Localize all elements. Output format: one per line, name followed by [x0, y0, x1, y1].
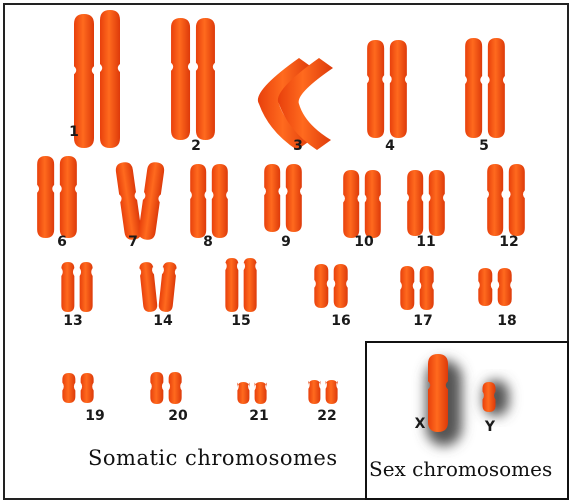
pair-label-16: 16 [331, 313, 350, 329]
chromatid-right [196, 18, 215, 140]
chromatid-right [80, 262, 93, 312]
chromosome-pair-2 [171, 18, 215, 140]
chromosome-pair-22 [308, 380, 337, 404]
chromatid-right [286, 164, 302, 232]
somatic-chromosomes-caption: Somatic chromosomes [88, 446, 338, 470]
chromatid-left [139, 261, 158, 312]
y-chromosome [483, 382, 496, 412]
chromosome-pair-20 [150, 372, 181, 404]
chromosome-pair-1 [74, 10, 120, 148]
chromatid-left [171, 18, 190, 140]
chromosome-pair-14 [139, 261, 178, 312]
chromosome-pair-9 [264, 164, 302, 232]
chromosome-pair-21 [237, 382, 266, 404]
chromatid-left [190, 164, 206, 238]
sex-label-y: Y [484, 419, 496, 435]
pair-label-19: 19 [85, 408, 104, 424]
sex-chromosomes-caption: Sex chromosomes [369, 457, 552, 481]
chromatid-left [115, 161, 143, 241]
sex-chromosome-pair [426, 354, 509, 446]
chromosome-pair-15 [225, 258, 256, 312]
chromatid-right [60, 156, 77, 238]
chromatid-left [314, 264, 328, 308]
chromatid-left [61, 262, 74, 312]
pair-label-21: 21 [249, 408, 268, 424]
pair-label-20: 20 [168, 408, 188, 424]
chromosome-pair-19 [62, 373, 93, 403]
chromosome-pair-4 [367, 40, 407, 138]
pair-label-18: 18 [497, 313, 516, 329]
chromatid-right [420, 266, 434, 310]
chromatid-left [150, 372, 163, 404]
pair-label-8: 8 [203, 234, 213, 250]
chromatid-left [237, 382, 249, 404]
chromosome-pair-7 [115, 161, 165, 241]
chromatid-left [264, 164, 280, 232]
pair-label-7: 7 [128, 234, 138, 250]
chromosome-pair-18 [478, 268, 511, 306]
chromatid-left [487, 164, 503, 236]
chromatid-right [334, 264, 348, 308]
pair-label-22: 22 [317, 408, 336, 424]
chromatid-right [429, 170, 445, 236]
chromatid-right [169, 372, 182, 404]
pair-label-11: 11 [416, 234, 435, 250]
chromatid-right [255, 382, 267, 404]
chromatid-left [225, 258, 238, 312]
chromatid-left [37, 156, 54, 238]
chromatid-right [365, 170, 381, 238]
chromatid-right [158, 261, 177, 312]
pair-label-5: 5 [479, 138, 489, 154]
chromatid-right [81, 373, 94, 403]
pair-label-14: 14 [153, 313, 173, 329]
chromosome-pair-8 [190, 164, 228, 238]
chromatid-right [100, 10, 120, 148]
chromosome-pair-12 [487, 164, 525, 236]
chromatid-right [509, 164, 525, 236]
chromatid-right [326, 380, 338, 404]
pair-label-4: 4 [385, 138, 395, 154]
pair-label-15: 15 [231, 313, 250, 329]
chromatid-right [390, 40, 407, 138]
chromosome-pair-3 [258, 58, 333, 150]
chromatid-right [244, 258, 257, 312]
chromatid-left [400, 266, 414, 310]
chromatid-left [465, 38, 482, 138]
chromatid-right [488, 38, 505, 138]
pair-label-1: 1 [69, 124, 79, 140]
chromatid-right [138, 161, 166, 241]
chromosome-pair-16 [314, 264, 347, 308]
chromatid-left [343, 170, 359, 238]
chromosome-pair-11 [407, 170, 445, 236]
pair-label-6: 6 [57, 234, 67, 250]
chromosome-pair-6 [37, 156, 77, 238]
pair-label-9: 9 [281, 234, 291, 250]
pair-label-12: 12 [499, 234, 518, 250]
chromatid-left [478, 268, 492, 306]
chromatid-left [407, 170, 423, 236]
pair-label-10: 10 [354, 234, 374, 250]
chromosome-pair-13 [61, 262, 92, 312]
chromosome-pair-17 [400, 266, 433, 310]
chromatid-left [62, 373, 75, 403]
pair-label-13: 13 [63, 313, 82, 329]
chromatid-left [367, 40, 384, 138]
sex-label-x: X [415, 416, 426, 432]
chromosome-pair-5 [465, 38, 505, 138]
chromatid-right [212, 164, 228, 238]
pair-label-17: 17 [413, 313, 432, 329]
chromatid-left [308, 380, 320, 404]
chromosome-pair-10 [343, 170, 381, 238]
x-chromosome [428, 354, 448, 432]
pair-label-3: 3 [293, 138, 303, 154]
chromatid-right [498, 268, 512, 306]
pair-label-2: 2 [191, 138, 201, 154]
